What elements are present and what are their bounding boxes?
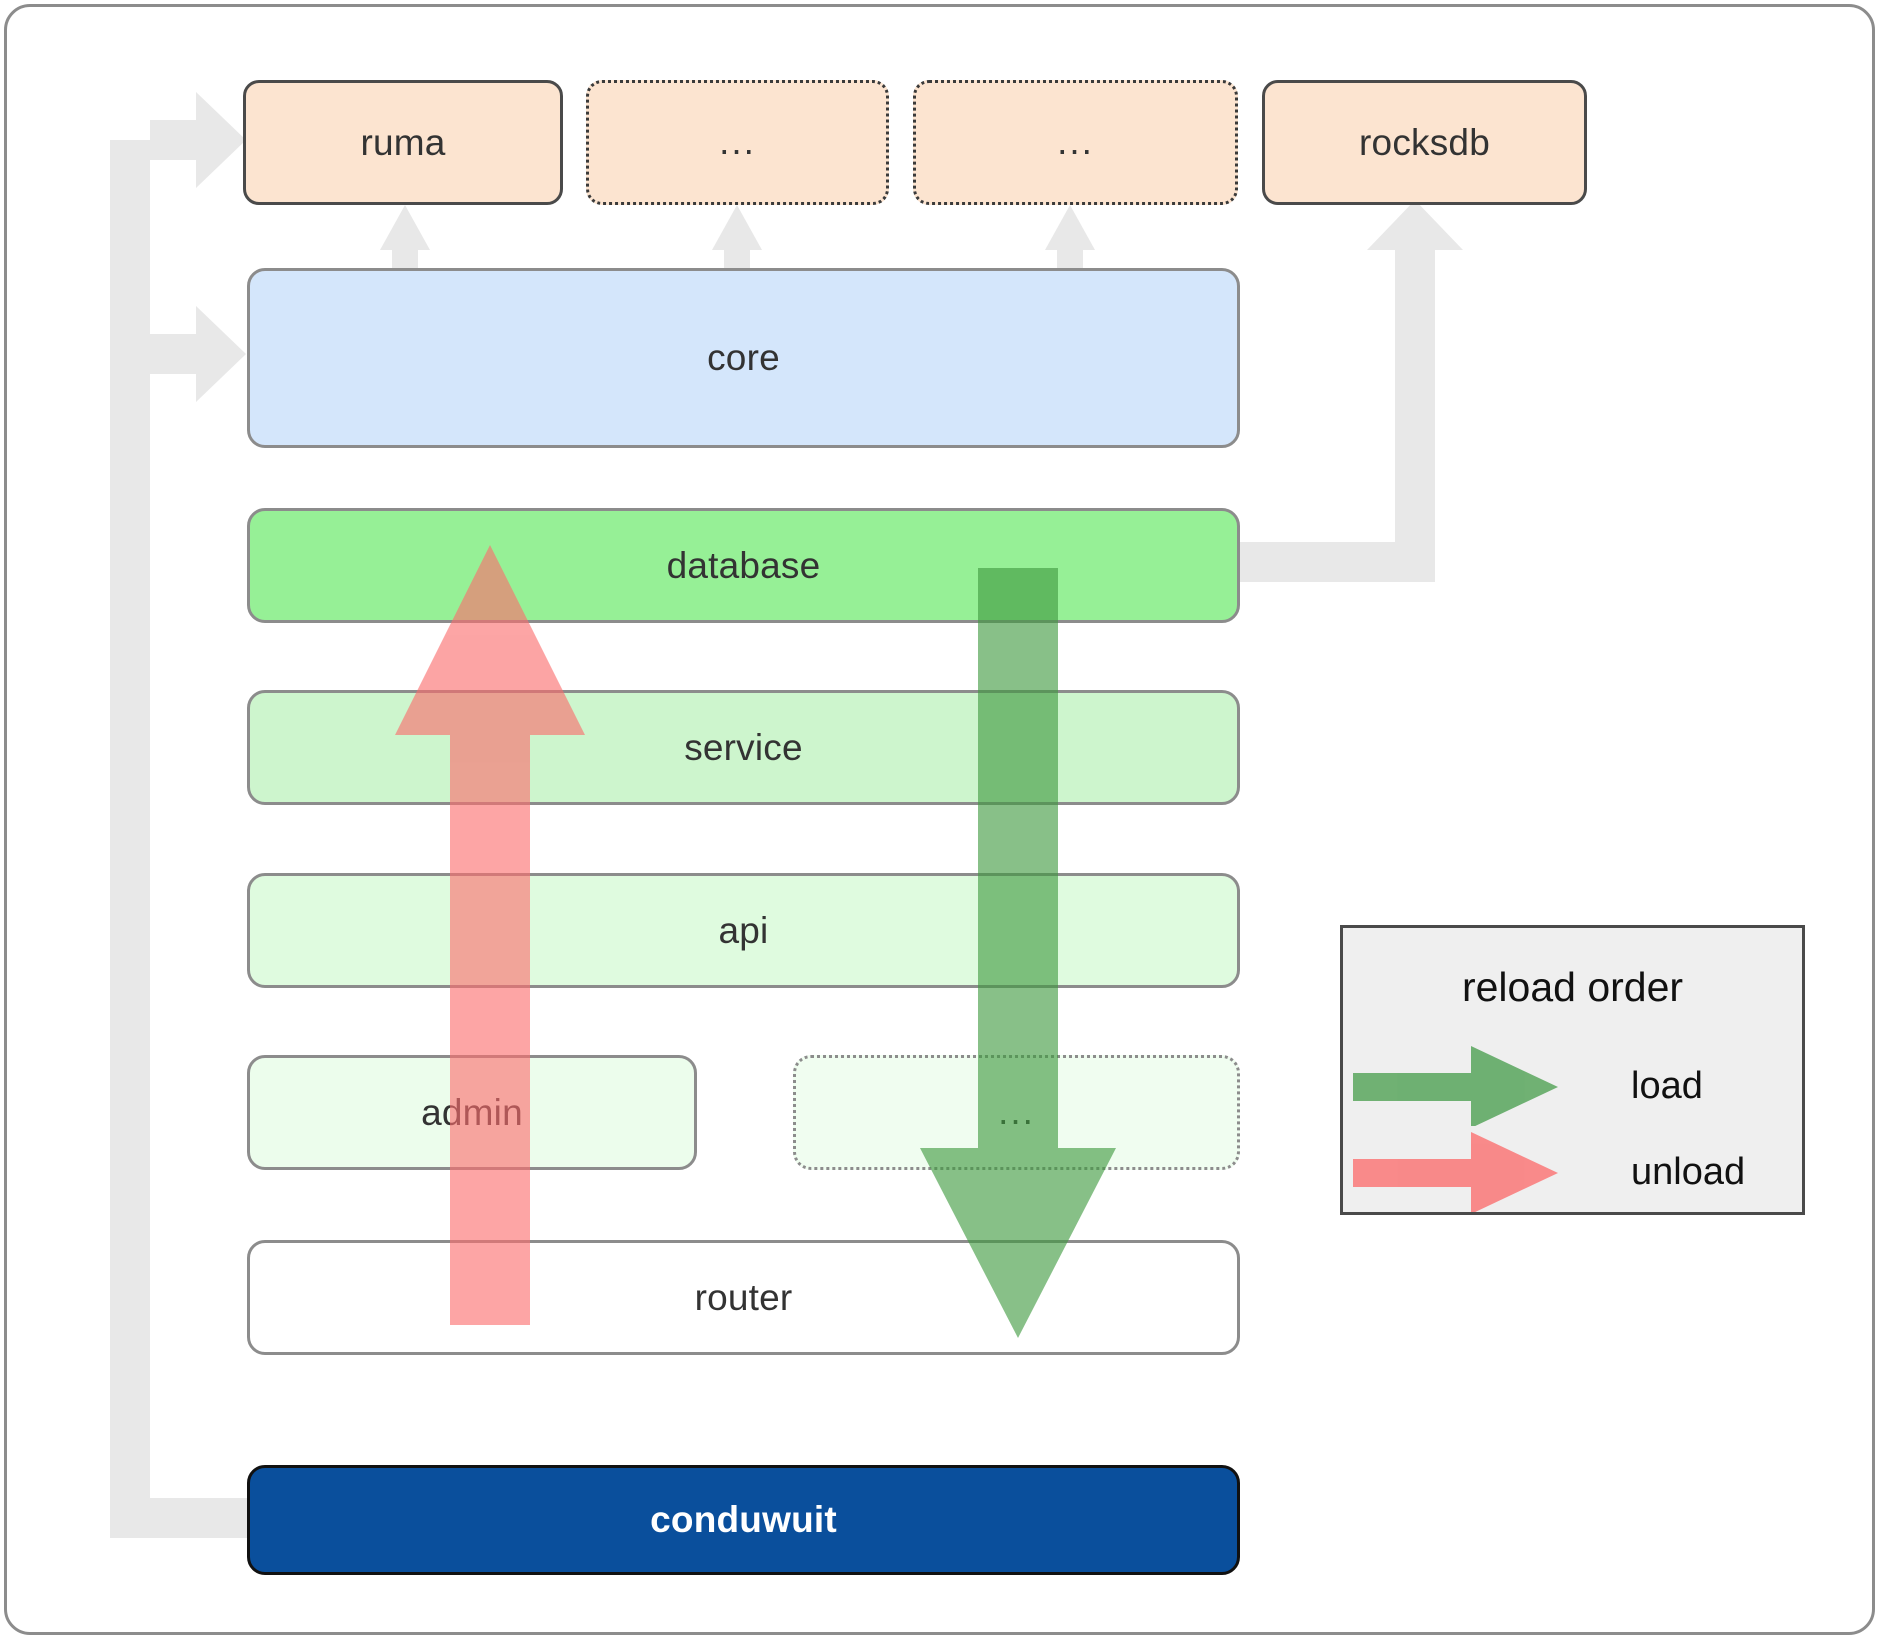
node-api[interactable]: api xyxy=(247,873,1240,988)
node-core[interactable]: core xyxy=(247,268,1240,448)
legend-title: reload order xyxy=(1461,964,1684,1010)
legend-row-unload: unload xyxy=(1343,1132,1808,1214)
node-admin[interactable]: admin xyxy=(247,1055,697,1170)
node-conduwuit-label: conduwuit xyxy=(650,1499,837,1540)
node-dep-a[interactable]: ... xyxy=(586,80,889,205)
legend-unload-label: unload xyxy=(1631,1150,1746,1193)
node-dep-b[interactable]: ... xyxy=(913,80,1238,205)
node-api-label: api xyxy=(718,909,769,951)
diagram-frame xyxy=(4,4,1875,1635)
node-service[interactable]: service xyxy=(247,690,1240,805)
legend-panel: reload order load xyxy=(1340,925,1805,1215)
node-dep-b-label: ... xyxy=(1057,121,1094,163)
node-database[interactable]: database xyxy=(247,508,1240,623)
legend-unload-swatch xyxy=(1343,1132,1613,1214)
node-router-label: router xyxy=(694,1276,793,1318)
legend-load-swatch xyxy=(1343,1046,1613,1128)
node-ruma-label: ruma xyxy=(360,121,446,163)
node-extra-label: ... xyxy=(998,1091,1035,1133)
node-dep-a-label: ... xyxy=(719,121,756,163)
legend-load-label: load xyxy=(1631,1064,1703,1107)
node-ruma[interactable]: ruma xyxy=(243,80,563,205)
node-service-label: service xyxy=(684,726,803,768)
node-database-label: database xyxy=(666,544,821,586)
node-admin-label: admin xyxy=(421,1091,523,1133)
node-core-label: core xyxy=(707,337,780,378)
legend-row-load: load xyxy=(1343,1046,1808,1128)
node-extra[interactable]: ... xyxy=(793,1055,1240,1170)
node-rocksdb-label: rocksdb xyxy=(1359,121,1490,163)
node-conduwuit[interactable]: conduwuit xyxy=(247,1465,1240,1575)
node-router[interactable]: router xyxy=(247,1240,1240,1355)
node-rocksdb[interactable]: rocksdb xyxy=(1262,80,1587,205)
